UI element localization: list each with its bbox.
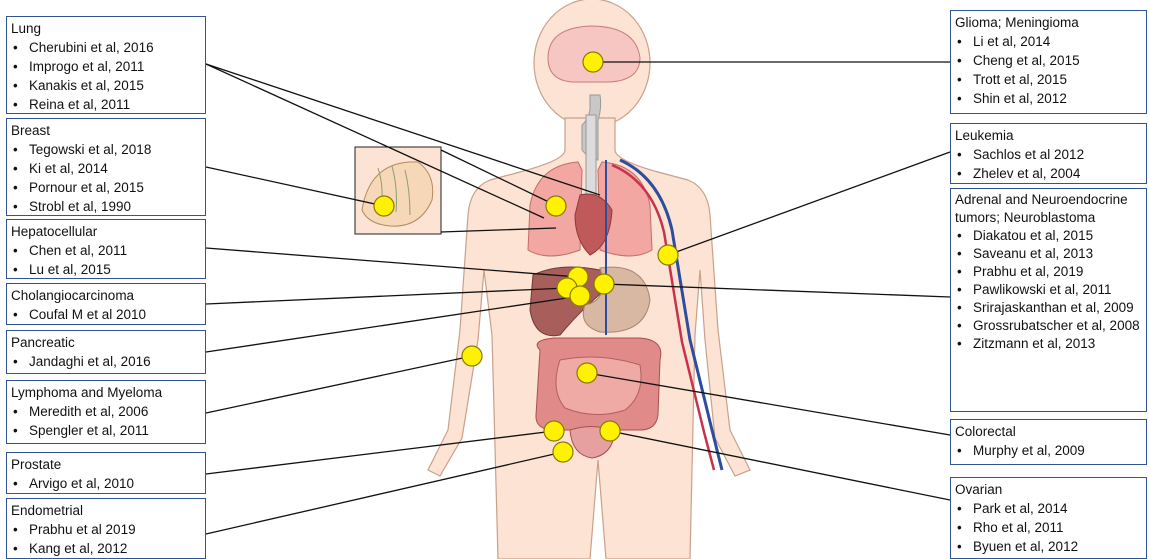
citation: Coufal M et al 2010 xyxy=(11,305,200,324)
citation: Meredith et al, 2006 xyxy=(11,402,200,421)
citation: Diakatou et al, 2015 xyxy=(955,227,1141,245)
cholangiocarcinoma-title: Cholangiocarcinoma xyxy=(11,286,200,305)
breast-citation-list: Tegowski et al, 2018 Ki et al, 2014 Porn… xyxy=(11,140,200,216)
citation: Tegowski et al, 2018 xyxy=(11,140,200,159)
citation: Spengler et al, 2011 xyxy=(11,421,200,440)
colorectal-citation-list: Murphy et al, 2009 xyxy=(955,441,1141,460)
marker-pancreas xyxy=(570,286,590,306)
marker-breast xyxy=(374,196,394,216)
citation: Murphy et al, 2009 xyxy=(955,441,1141,460)
lymphoma-myeloma-citation-list: Meredith et al, 2006 Spengler et al, 201… xyxy=(11,402,200,440)
cholangiocarcinoma-citation-list: Coufal M et al 2010 xyxy=(11,305,200,324)
cholangiocarcinoma-box: Cholangiocarcinoma Coufal M et al 2010 xyxy=(6,283,206,325)
breast-title: Breast xyxy=(11,121,200,140)
lung-box: Lung Cherubini et al, 2016 Improgo et al… xyxy=(6,16,206,114)
citation: Jandaghi et al, 2016 xyxy=(11,352,200,371)
citation: Trott et al, 2015 xyxy=(955,70,1141,89)
citation: Ki et al, 2014 xyxy=(11,159,200,178)
citation: Srirajaskanthan et al, 2009 xyxy=(955,299,1141,317)
citation: Byuen et al, 2012 xyxy=(955,537,1141,556)
ovarian-box: Ovarian Park et al, 2014 Rho et al, 2011… xyxy=(950,477,1147,559)
citation: Strobl et al, 1990 xyxy=(11,197,200,216)
citation: Cheng et al, 2015 xyxy=(955,51,1141,70)
esophagus xyxy=(586,115,596,195)
leukemia-box: Leukemia Sachlos et al 2012 Zhelev et al… xyxy=(950,123,1147,184)
citation: Park et al, 2014 xyxy=(955,499,1141,518)
colorectal-title: Colorectal xyxy=(955,422,1141,441)
citation: Chen et al, 2011 xyxy=(11,241,200,260)
endometrial-box: Endometrial Prabhu et al 2019 Kang et al… xyxy=(6,498,206,559)
lung-citation-list: Cherubini et al, 2016 Improgo et al, 201… xyxy=(11,38,200,114)
pancreatic-citation-list: Jandaghi et al, 2016 xyxy=(11,352,200,371)
citation: Pornour et al, 2015 xyxy=(11,178,200,197)
hepatocellular-box: Hepatocellular Chen et al, 2011 Lu et al… xyxy=(6,219,206,279)
hepatocellular-citation-list: Chen et al, 2011 Lu et al, 2015 xyxy=(11,241,200,279)
glioma-meningioma-title: Glioma; Meningioma xyxy=(955,13,1141,32)
prostate-title: Prostate xyxy=(11,455,200,474)
citation: Pawlikowski et al, 2011 xyxy=(955,281,1141,299)
marker-prostate xyxy=(544,421,564,441)
pancreatic-box: Pancreatic Jandaghi et al, 2016 xyxy=(6,330,206,374)
citation: Shin et al, 2012 xyxy=(955,89,1141,108)
ovarian-citation-list: Park et al, 2014 Rho et al, 2011 Byuen e… xyxy=(955,499,1141,556)
citation: Arvigo et al, 2010 xyxy=(11,474,200,493)
marker-lung xyxy=(546,196,566,216)
hepatocellular-title: Hepatocellular xyxy=(11,222,200,241)
citation: Saveanu et al, 2013 xyxy=(955,245,1141,263)
citation: Lu et al, 2015 xyxy=(11,260,200,279)
marker-adrenal xyxy=(594,274,614,294)
glioma-meningioma-box: Glioma; Meningioma Li et al, 2014 Cheng … xyxy=(950,10,1147,114)
adrenal-neuroendocrine-title: Adrenal and Neuroendocrine tumors; Neuro… xyxy=(955,191,1141,227)
lung-title: Lung xyxy=(11,19,200,38)
endometrial-citation-list: Prabhu et al 2019 Kang et al, 2012 xyxy=(11,520,200,558)
glioma-meningioma-citation-list: Li et al, 2014 Cheng et al, 2015 Trott e… xyxy=(955,32,1141,108)
marker-brain xyxy=(583,52,603,72)
marker-ovary xyxy=(600,421,620,441)
small-intestine xyxy=(556,357,641,415)
ovarian-title: Ovarian xyxy=(955,480,1141,499)
citation: Li et al, 2014 xyxy=(955,32,1141,51)
adrenal-neuroendocrine-box: Adrenal and Neuroendocrine tumors; Neuro… xyxy=(950,188,1147,412)
citation: Prabhu et al 2019 xyxy=(11,520,200,539)
citation: Rho et al, 2011 xyxy=(955,518,1141,537)
citation: Prabhu et al, 2019 xyxy=(955,263,1141,281)
marker-lymph xyxy=(462,346,482,366)
citation: Sachlos et al 2012 xyxy=(955,145,1141,164)
lymphoma-myeloma-box: Lymphoma and Myeloma Meredith et al, 200… xyxy=(6,380,206,444)
leukemia-citation-list: Sachlos et al 2012 Zhelev et al, 2004 xyxy=(955,145,1141,183)
citation: Kanakis et al, 2015 xyxy=(11,76,200,95)
citation: Zhelev et al, 2004 xyxy=(955,164,1141,183)
marker-colon xyxy=(577,363,597,383)
marker-arm xyxy=(658,245,678,265)
citation: Grossrubatscher et al, 2008 xyxy=(955,317,1141,335)
prostate-citation-list: Arvigo et al, 2010 xyxy=(11,474,200,493)
citation: Cherubini et al, 2016 xyxy=(11,38,200,57)
breast-tissue-inset xyxy=(355,147,441,234)
citation: Reina et al, 2011 xyxy=(11,95,200,114)
breast-box: Breast Tegowski et al, 2018 Ki et al, 20… xyxy=(6,118,206,216)
adrenal-neuroendocrine-citation-list: Diakatou et al, 2015 Saveanu et al, 2013… xyxy=(955,227,1141,353)
marker-endometrium xyxy=(553,442,573,462)
citation: Zitzmann et al, 2013 xyxy=(955,335,1141,353)
citation: Kang et al, 2012 xyxy=(11,539,200,558)
endometrial-title: Endometrial xyxy=(11,501,200,520)
leukemia-title: Leukemia xyxy=(955,126,1141,145)
lymphoma-myeloma-title: Lymphoma and Myeloma xyxy=(11,383,200,402)
pancreatic-title: Pancreatic xyxy=(11,333,200,352)
colorectal-box: Colorectal Murphy et al, 2009 xyxy=(950,419,1147,465)
citation: Improgo et al, 2011 xyxy=(11,57,200,76)
prostate-box: Prostate Arvigo et al, 2010 xyxy=(6,452,206,494)
